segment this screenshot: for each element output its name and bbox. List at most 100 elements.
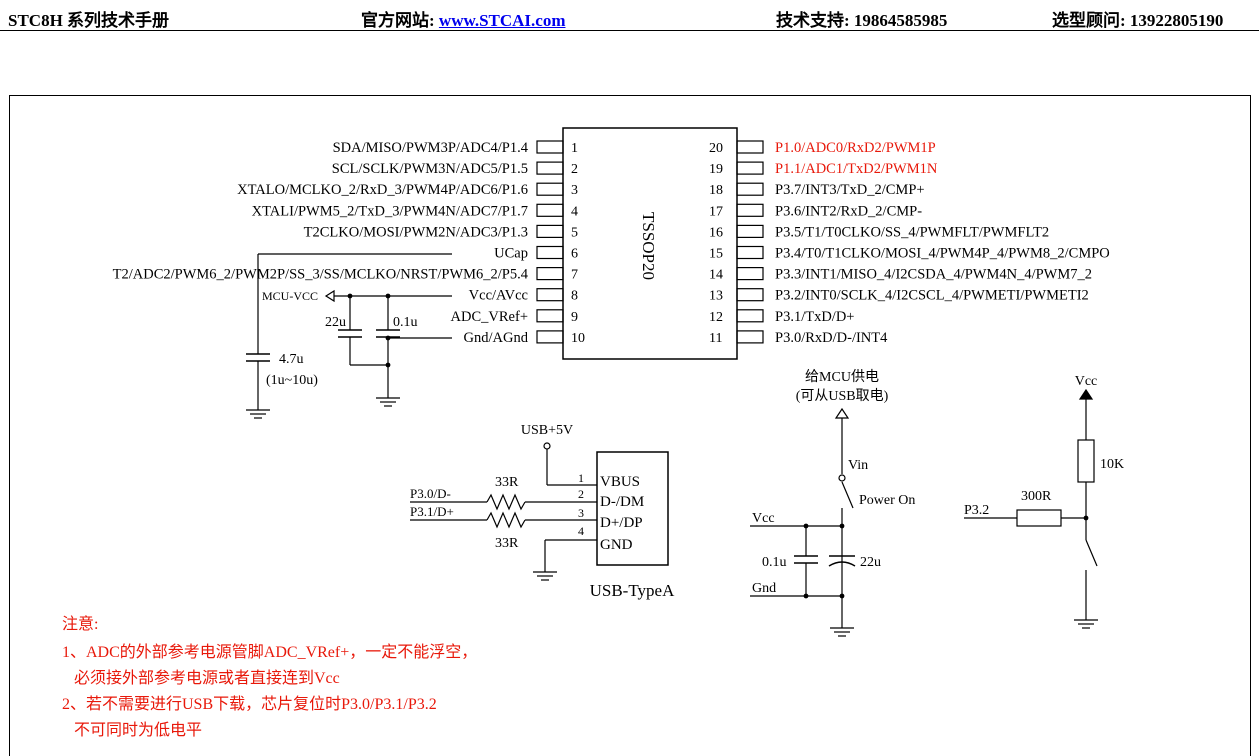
- pin-box-left-2: [536, 161, 564, 175]
- usb-pin-gnd: GND: [600, 537, 633, 553]
- pin-box-left-1: [536, 140, 564, 154]
- pin-box-right-12: [736, 309, 764, 323]
- pin-label-14: P3.3/INT1/MISO_4/I2CSDA_4/PWM4N_4/PWM7_2: [775, 267, 1092, 283]
- usb-pin-num-4: 4: [578, 524, 584, 538]
- usb-circuit: USB+5V VBUS D-/DM D+/DP GND 1 2 3 4 33R …: [410, 423, 675, 600]
- left-pin-group: 1SDA/MISO/PWM3P/ADC4/P1.42SCL/SCLK/PWM3N…: [113, 140, 585, 346]
- pin-label-13: P3.2/INT0/SCLK_4/I2CSCL_4/PWMETI/PWMETI2: [775, 288, 1089, 304]
- pin-box-left-7: [536, 267, 564, 281]
- diagram-frame: [9, 95, 1251, 756]
- reset-net-label: P3.2: [964, 503, 989, 518]
- pin-label-9: ADC_VRef+: [451, 309, 528, 325]
- pin-label-19: P1.1/ADC1/TxD2/PWM1N: [775, 161, 938, 177]
- ground-icon: [1074, 619, 1098, 629]
- note-line-1: 1、ADC的外部参考电源管脚ADC_VRef+，一定不能浮空，: [62, 644, 478, 661]
- pin-number-2: 2: [571, 162, 578, 177]
- resistor-dm-icon: [486, 493, 526, 511]
- mcu-vcc-label: MCU-VCC: [262, 289, 318, 303]
- net-dm-label: P3.0/D-: [410, 486, 451, 501]
- pin-label-20: P1.0/ADC0/RxD2/PWM1P: [775, 140, 936, 156]
- reset-vcc-arrow-icon: [1078, 388, 1094, 400]
- r-series-label: 300R: [1021, 489, 1052, 504]
- pin-box-left-6: [536, 245, 564, 260]
- pin-number-13: 13: [709, 289, 723, 304]
- net-dp-label: P3.1/D+: [410, 504, 454, 519]
- resistor-300r-icon: [1016, 509, 1062, 527]
- pin-number-11: 11: [709, 331, 722, 346]
- supply-arrow-icon: [834, 407, 850, 419]
- supply-circuit: 给MCU供电 (可从USB取电) Vin Power On Vcc 0.1u 2…: [750, 369, 915, 637]
- chip-body: [562, 127, 738, 360]
- r-pull-label: 10K: [1100, 457, 1124, 472]
- website-link[interactable]: www.STCAI.com: [438, 11, 566, 30]
- pin-number-20: 20: [709, 141, 723, 156]
- pin-number-1: 1: [571, 141, 578, 156]
- pin-box-left-5: [536, 224, 564, 238]
- schematic: TSSOP20 1SDA/MISO/PWM3P/ADC4/P1.42SCL/SC…: [113, 127, 1124, 637]
- pin-box-right-11: [736, 330, 764, 344]
- supply-gnd-label: Gnd: [752, 581, 776, 596]
- pin-number-14: 14: [709, 268, 723, 283]
- pin-number-5: 5: [571, 225, 578, 240]
- supply-title: 给MCU供电: [805, 369, 879, 385]
- mcu-vcc-arrow-icon: [324, 289, 335, 303]
- pin-label-12: P3.1/TxD/D+: [775, 309, 854, 325]
- pin-number-3: 3: [571, 183, 578, 198]
- supply-cap-big-label: 22u: [860, 555, 881, 570]
- pin-label-16: P3.5/T1/T0CLKO/SS_4/PWMFLT/PWMFLT2: [775, 224, 1049, 240]
- pin-box-right-14: [736, 267, 764, 281]
- pin-label-8: Vcc/AVcc: [469, 288, 528, 304]
- ground-icon: [533, 571, 557, 581]
- usb-pin-num-1: 1: [578, 471, 584, 485]
- pin-label-5: T2CLKO/MOSI/PWM2N/ADC3/P1.3: [304, 224, 528, 240]
- pin-box-right-13: [736, 288, 764, 302]
- electrolytic-cap-icon: [828, 561, 856, 567]
- note-line-2: 必须接外部参考电源或者直接连到Vcc: [74, 670, 340, 687]
- switch-contact-icon: [838, 474, 846, 482]
- pin-box-right-19: [736, 161, 764, 175]
- chip-name: TSSOP20: [639, 212, 658, 280]
- cap-22u-label: 22u: [325, 315, 346, 330]
- supply-vcc-label: Vcc: [752, 511, 775, 526]
- pin-label-7: T2/ADC2/PWM6_2/PWM2P/SS_3/SS/MCLKO/NRST/…: [113, 267, 529, 283]
- note-line-4: 不可同时为低电平: [74, 722, 203, 739]
- usb-connector-body: [596, 451, 669, 566]
- cap-47u-label: 4.7u: [279, 352, 304, 367]
- support-phone: 技术支持: 19864585985: [776, 11, 948, 30]
- ground-icon: [376, 397, 400, 407]
- pin-label-4: XTALI/PWM5_2/TxD_3/PWM4N/ADC7/P1.7: [252, 203, 528, 219]
- res-top-label: 33R: [495, 475, 519, 490]
- pin-number-7: 7: [571, 268, 578, 283]
- reset-vcc-label: Vcc: [1075, 374, 1098, 389]
- ground-icon: [830, 627, 854, 637]
- pin-number-17: 17: [709, 204, 723, 219]
- cap-01u-label: 0.1u: [393, 315, 418, 330]
- pin-label-3: XTALO/MCLKO_2/RxD_3/PWM4P/ADC6/P1.6: [237, 182, 528, 198]
- cap-range-label: (1u~10u): [266, 373, 318, 388]
- res-bottom-label: 33R: [495, 536, 519, 551]
- pin-number-16: 16: [709, 225, 723, 240]
- reset-switch-icon[interactable]: [1085, 539, 1098, 567]
- pin-box-right-17: [736, 203, 764, 217]
- series-title: STC8H 系列技术手册: [8, 11, 170, 30]
- reset-circuit: Vcc 10K 300R P3.2: [964, 374, 1124, 629]
- power-switch-icon[interactable]: [841, 481, 854, 509]
- pin-label-17: P3.6/INT2/RxD_2/CMP-: [775, 203, 922, 219]
- vin-label: Vin: [848, 458, 868, 473]
- pin-box-left-3: [536, 182, 564, 196]
- pin-number-4: 4: [571, 204, 578, 219]
- pin-number-8: 8: [571, 289, 578, 304]
- usb-pin-dp: D+/DP: [600, 515, 643, 531]
- consult-phone: 选型顾问: 13922805190: [1052, 11, 1224, 30]
- pin-label-18: P3.7/INT3/TxD_2/CMP+: [775, 182, 925, 198]
- pin-box-right-18: [736, 182, 764, 196]
- website-label: 官方网站:: [361, 11, 439, 30]
- ground-icon: [246, 409, 270, 419]
- pin-box-left-4: [536, 203, 564, 217]
- power-on-label: Power On: [859, 493, 915, 508]
- pin-number-15: 15: [709, 247, 723, 262]
- pin-label-15: P3.4/T0/T1CLKO/MOSI_4/PWM4P_4/PWM8_2/CMP…: [775, 246, 1110, 262]
- power-network: MCU-VCC 22u 0.1u 4.7u (1u~10u): [246, 253, 452, 419]
- usb-supply-label: USB+5V: [521, 423, 573, 438]
